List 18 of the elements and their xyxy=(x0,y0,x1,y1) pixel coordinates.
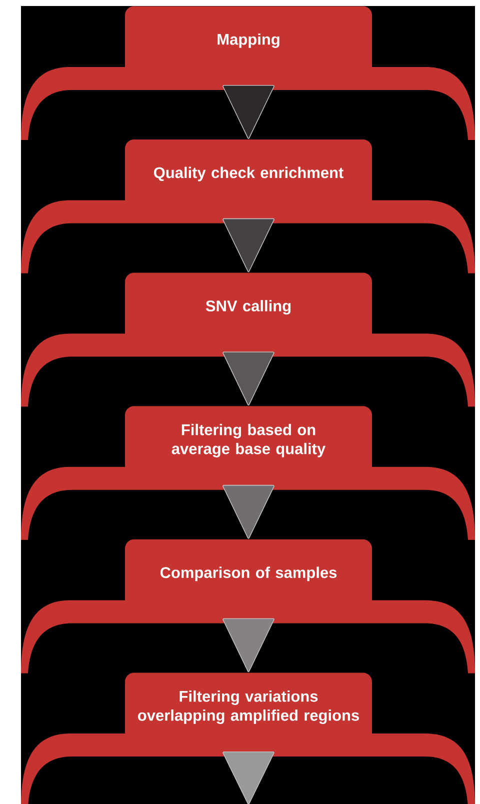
chevron-arrow xyxy=(222,352,274,406)
step-box: Mapping xyxy=(125,6,372,76)
chevron-arrow xyxy=(222,85,274,139)
chevron-arrow xyxy=(222,218,274,272)
node-label: Filtering variations overlapping amplified regions xyxy=(138,690,359,724)
node-label: Comparison of samples xyxy=(160,566,337,582)
step-box: Comparison of samples xyxy=(125,539,372,608)
step-box: Filtering based on average base quality xyxy=(125,406,372,476)
step-box: Filtering variations overlapping amplified regions xyxy=(125,672,372,742)
node-label: Filtering based on average base quality xyxy=(172,424,326,458)
step-box: Quality check enrichment xyxy=(125,140,372,208)
chevron-arrow xyxy=(222,618,274,672)
node-label: Mapping xyxy=(218,33,280,48)
step-box: SNV calling xyxy=(125,272,372,342)
node-label: Quality check enrichment xyxy=(154,166,344,182)
chevron-arrow xyxy=(222,752,274,804)
node-label: SNV calling xyxy=(206,300,291,315)
chevron-arrow xyxy=(222,484,274,539)
